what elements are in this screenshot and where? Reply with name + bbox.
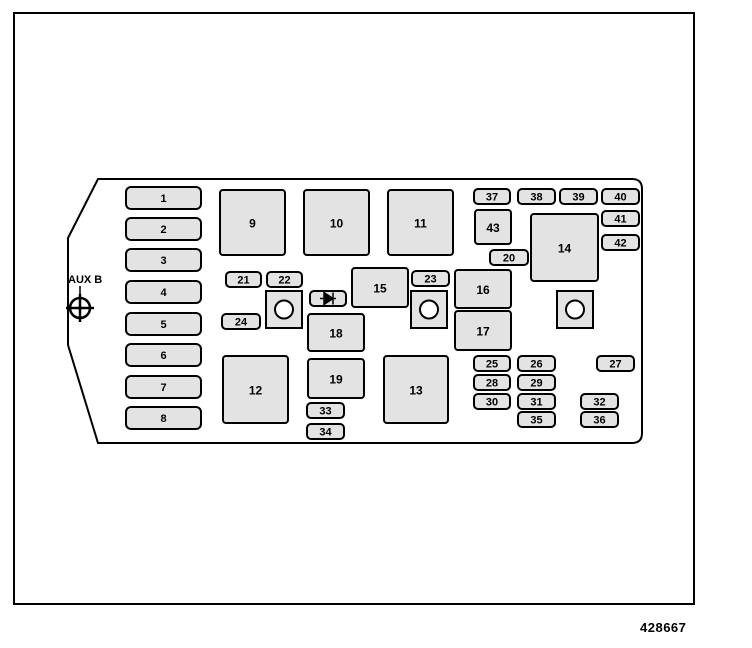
relay-9	[219, 189, 286, 256]
relay-14	[530, 213, 599, 282]
relay-label-18: 18	[329, 327, 343, 341]
fuse-38	[517, 188, 556, 205]
fuse-label-42: 42	[614, 238, 626, 250]
socket-circle	[419, 299, 439, 320]
fuse-22	[266, 271, 303, 288]
relay-label-11: 11	[414, 217, 427, 231]
fuse-label-32: 32	[593, 397, 605, 409]
fuse-21	[225, 271, 262, 288]
fuse-label-4: 4	[160, 287, 167, 299]
fuse-label-35: 35	[530, 415, 542, 427]
fuse-label-7: 7	[160, 382, 166, 394]
fuse-25	[473, 355, 511, 372]
fuse-28	[473, 374, 511, 391]
fuse-label-37: 37	[486, 192, 498, 204]
fuse-6	[125, 343, 202, 367]
fuse-label-30: 30	[486, 397, 498, 409]
fuse-31	[517, 393, 556, 410]
fuse-label-31: 31	[530, 397, 542, 409]
relay-label-10: 10	[330, 217, 344, 231]
relay-label-12: 12	[249, 384, 263, 398]
fuse-4	[125, 280, 202, 304]
fuse-label-1: 1	[160, 193, 166, 205]
relay-label-16: 16	[476, 283, 490, 297]
figure-number: 428667	[640, 620, 687, 635]
fuse-label-22: 22	[278, 275, 290, 287]
fuse-label-20: 20	[503, 253, 515, 265]
relay-19	[307, 358, 365, 399]
fuse-label-27: 27	[609, 359, 621, 371]
relay-16	[454, 269, 512, 309]
fuse-5	[125, 312, 202, 336]
fuse-label-6: 6	[160, 350, 166, 362]
fuse-label-36: 36	[593, 415, 605, 427]
fuse-label-38: 38	[530, 192, 542, 204]
fuse-label-34: 34	[319, 427, 332, 439]
fuse-41	[601, 210, 640, 227]
fuse-36	[580, 411, 619, 428]
relay-label-19: 19	[329, 373, 343, 387]
fuse-2	[125, 217, 202, 241]
fuse-24	[221, 313, 261, 330]
fuse-37	[473, 188, 511, 205]
fuse-35	[517, 411, 556, 428]
relay-18	[307, 313, 365, 352]
fuse-8	[125, 406, 202, 430]
fuse-29	[517, 374, 556, 391]
fuse-39	[559, 188, 598, 205]
socket-circle	[565, 299, 585, 320]
fuse-label-26: 26	[530, 359, 542, 371]
diagram-frame	[13, 12, 695, 605]
fuse-32	[580, 393, 619, 410]
fuse-label-3: 3	[160, 255, 166, 267]
fuse-7	[125, 375, 202, 399]
fuse-20	[489, 249, 529, 266]
fuse-label-40: 40	[614, 192, 626, 204]
relay-label-17: 17	[476, 325, 490, 339]
fuse-label-21: 21	[237, 275, 249, 287]
fuse-label-5: 5	[160, 319, 166, 331]
fuse-label-23: 23	[424, 274, 436, 286]
relay-label-15: 15	[373, 282, 387, 296]
fuse-label-2: 2	[160, 224, 166, 236]
relay-15	[351, 267, 409, 308]
fuse-34	[306, 423, 345, 440]
fuse-30	[473, 393, 511, 410]
fuse-40	[601, 188, 640, 205]
relay-label-13: 13	[409, 384, 423, 398]
relay-43	[474, 209, 512, 245]
fuse-block-outline	[67, 178, 643, 444]
relay-11	[387, 189, 454, 256]
fuse-label-29: 29	[530, 378, 542, 390]
fuse-26	[517, 355, 556, 372]
relay-label-9: 9	[249, 217, 256, 231]
fuse-label-24: 24	[235, 317, 248, 329]
fuse-23	[411, 270, 450, 287]
fuse-label-33: 33	[319, 406, 331, 418]
fuse-42	[601, 234, 640, 251]
fuse-label-28: 28	[486, 378, 498, 390]
fuse-label-39: 39	[572, 192, 584, 204]
fuse-27	[596, 355, 635, 372]
fuse-33	[306, 402, 345, 419]
fuse-label-25: 25	[486, 359, 498, 371]
relay-12	[222, 355, 289, 424]
fuse-label-41: 41	[614, 214, 626, 226]
relay-17	[454, 310, 512, 351]
relay-label-43: 43	[486, 221, 500, 235]
relay-label-14: 14	[558, 242, 572, 256]
socket-circle	[274, 299, 294, 320]
socket-housing	[556, 290, 594, 329]
diode-symbol	[320, 291, 336, 306]
relay-10	[303, 189, 370, 256]
fuse-1	[125, 186, 202, 210]
fuse-label-8: 8	[160, 413, 166, 425]
relay-13	[383, 355, 449, 424]
aux-b-label: AUX B	[68, 274, 103, 286]
fuse-3	[125, 248, 202, 272]
